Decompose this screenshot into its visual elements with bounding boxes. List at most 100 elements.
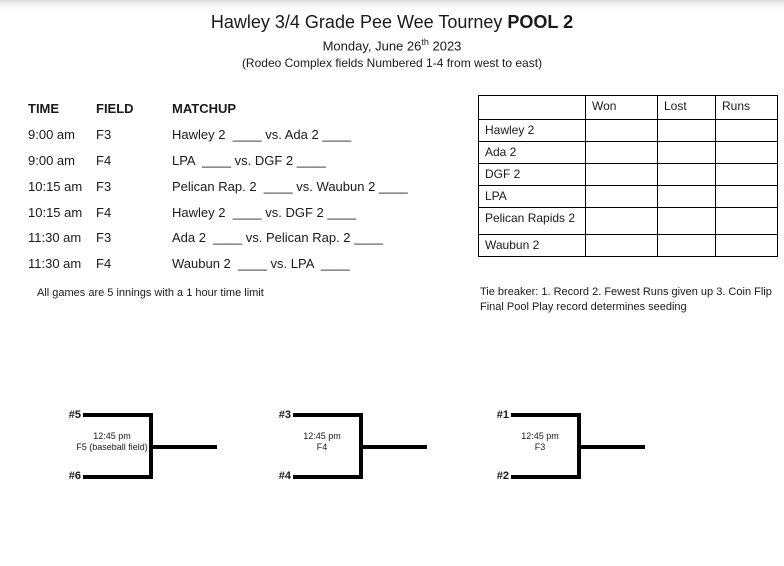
- page-top-shadow: [0, 0, 784, 10]
- seed-label-top: #5: [68, 409, 81, 421]
- runs-cell: [715, 207, 778, 235]
- bracket-game-field: F3: [534, 442, 546, 452]
- game-matchup: Ada 2 ____ vs. Pelican Rap. 2 ____: [172, 230, 384, 245]
- innings-note: All games are 5 innings with a 1 hour ti…: [37, 287, 264, 299]
- won-cell: [585, 119, 658, 142]
- bracket-line-winner: [363, 445, 427, 449]
- game-time: 11:30 am: [28, 230, 82, 245]
- document-header: Hawley 3/4 Grade Pee Wee Tourney POOL 2 …: [0, 12, 784, 70]
- page-title-pool: POOL 2: [507, 12, 574, 32]
- runs-cell: [715, 141, 778, 164]
- event-date: Monday, June 26th 2023: [0, 34, 784, 54]
- schedule-row: 10:15 am F4 Hawley 2 ____ vs. DGF 2 ____: [28, 205, 468, 221]
- event-date-ordinal: th: [421, 37, 429, 47]
- bracket-game-field: F5 (baseball field): [76, 442, 148, 452]
- standings-corner-cell: [478, 95, 586, 120]
- lost-cell: [657, 185, 716, 208]
- page-title-text: Hawley 3/4 Grade Pee Wee Tourney: [210, 12, 503, 32]
- seed-label-bottom: #4: [278, 470, 291, 482]
- standings-header-row: Won Lost Runs: [478, 95, 778, 120]
- playoff-bracket-5v6: #5 #6 12:45 pm F5 (baseball field): [62, 405, 222, 485]
- won-cell: [585, 141, 658, 164]
- bracket-line-top: [293, 413, 363, 417]
- game-matchup: Pelican Rap. 2 ____ vs. Waubun 2 ____: [172, 179, 408, 194]
- bracket-game-field: F4: [316, 442, 328, 452]
- team-name: Hawley 2: [478, 119, 586, 142]
- game-matchup: LPA ____ vs. DGF 2 ____: [172, 153, 326, 168]
- won-cell: [585, 163, 658, 186]
- bracket-line-winner: [153, 445, 217, 449]
- tiebreaker-line2: Final Pool Play record determines seedin…: [480, 301, 687, 313]
- standings-col-lost: Lost: [657, 95, 716, 120]
- bracket-line-vertical: [149, 413, 153, 479]
- bracket-line-bottom: [293, 475, 363, 479]
- won-cell: [585, 185, 658, 208]
- playoff-bracket-1v2: #1 #2 12:45 pm F3: [490, 405, 650, 485]
- seed-label-top: #3: [278, 409, 291, 421]
- game-field: F3: [96, 179, 112, 194]
- game-time: 10:15 am: [28, 205, 83, 220]
- team-name: LPA: [478, 185, 586, 208]
- bracket-game-info: 12:45 pm F3: [502, 431, 578, 453]
- bracket-game-info: 12:45 pm F4: [284, 431, 360, 453]
- page-title: Hawley 3/4 Grade Pee Wee Tourney POOL 2: [0, 12, 784, 32]
- game-matchup: Hawley 2 ____ vs. DGF 2 ____: [172, 205, 357, 220]
- lost-cell: [657, 163, 716, 186]
- runs-cell: [715, 234, 778, 257]
- event-date-year: 2023: [428, 38, 462, 54]
- seed-label-bottom: #6: [68, 470, 81, 482]
- bracket-game-info: 12:45 pm F5 (baseball field): [74, 431, 150, 453]
- game-matchup: Waubun 2 ____ vs. LPA ____: [172, 256, 350, 271]
- playoff-bracket-3v4: #3 #4 12:45 pm F4: [272, 405, 432, 485]
- bracket-game-time: 12:45 pm: [303, 431, 341, 441]
- team-name: Waubun 2: [478, 234, 586, 257]
- lost-cell: [657, 234, 716, 257]
- team-name: DGF 2: [478, 163, 586, 186]
- fields-location-note: (Rodeo Complex fields Numbered 1-4 from …: [241, 56, 543, 71]
- game-time: 9:00 am: [28, 153, 75, 168]
- game-field: F4: [96, 256, 112, 271]
- bracket-line-top: [83, 413, 153, 417]
- game-matchup: Hawley 2 ____ vs. Ada 2 ____: [172, 127, 352, 142]
- schedule-row: 10:15 am F3 Pelican Rap. 2 ____ vs. Waub…: [28, 179, 468, 195]
- bracket-line-winner: [581, 445, 645, 449]
- standings-row: Ada 2: [478, 141, 778, 164]
- bracket-line-vertical: [577, 413, 581, 479]
- team-name: Ada 2: [478, 141, 586, 164]
- team-name: Pelican Rapids 2: [478, 207, 586, 235]
- standings-row: Hawley 2: [478, 119, 778, 142]
- game-field: F4: [96, 153, 112, 168]
- standings-row: Waubun 2: [478, 234, 778, 257]
- standings-row: DGF 2: [478, 163, 778, 186]
- lost-cell: [657, 141, 716, 164]
- event-date-main: Monday, June 26: [322, 38, 422, 54]
- schedule-row: 11:30 am F3 Ada 2 ____ vs. Pelican Rap. …: [28, 230, 468, 246]
- bracket-line-vertical: [359, 413, 363, 479]
- tiebreaker-line1: Tie breaker: 1. Record 2. Fewest Runs gi…: [480, 286, 772, 298]
- standings-row: Pelican Rapids 2: [478, 207, 778, 235]
- standings-col-runs: Runs: [715, 95, 778, 120]
- game-time: 9:00 am: [28, 127, 75, 142]
- won-cell: [585, 234, 658, 257]
- bracket-line-top: [511, 413, 581, 417]
- game-time: 11:30 am: [28, 256, 82, 271]
- runs-cell: [715, 119, 778, 142]
- game-time: 10:15 am: [28, 179, 83, 194]
- schedule-header-row: TIME FIELD MATCHUP: [28, 101, 468, 117]
- seed-label-bottom: #2: [496, 470, 509, 482]
- runs-cell: [715, 185, 778, 208]
- schedule-row: 9:00 am F3 Hawley 2 ____ vs. Ada 2 ____: [28, 127, 468, 143]
- seed-label-top: #1: [496, 409, 509, 421]
- game-field: F3: [96, 230, 112, 245]
- schedule-header-matchup: MATCHUP: [172, 101, 237, 116]
- schedule-row: 9:00 am F4 LPA ____ vs. DGF 2 ____: [28, 153, 468, 169]
- standings-table: Won Lost Runs Hawley 2 Ada 2 DGF 2 LPA: [478, 95, 778, 257]
- bracket-game-time: 12:45 pm: [93, 431, 131, 441]
- standings-row: LPA: [478, 185, 778, 208]
- lost-cell: [657, 207, 716, 235]
- lost-cell: [657, 119, 716, 142]
- standings-col-won: Won: [585, 95, 658, 120]
- game-field: F3: [96, 127, 112, 142]
- schedule-row: 11:30 am F4 Waubun 2 ____ vs. LPA ____: [28, 256, 468, 272]
